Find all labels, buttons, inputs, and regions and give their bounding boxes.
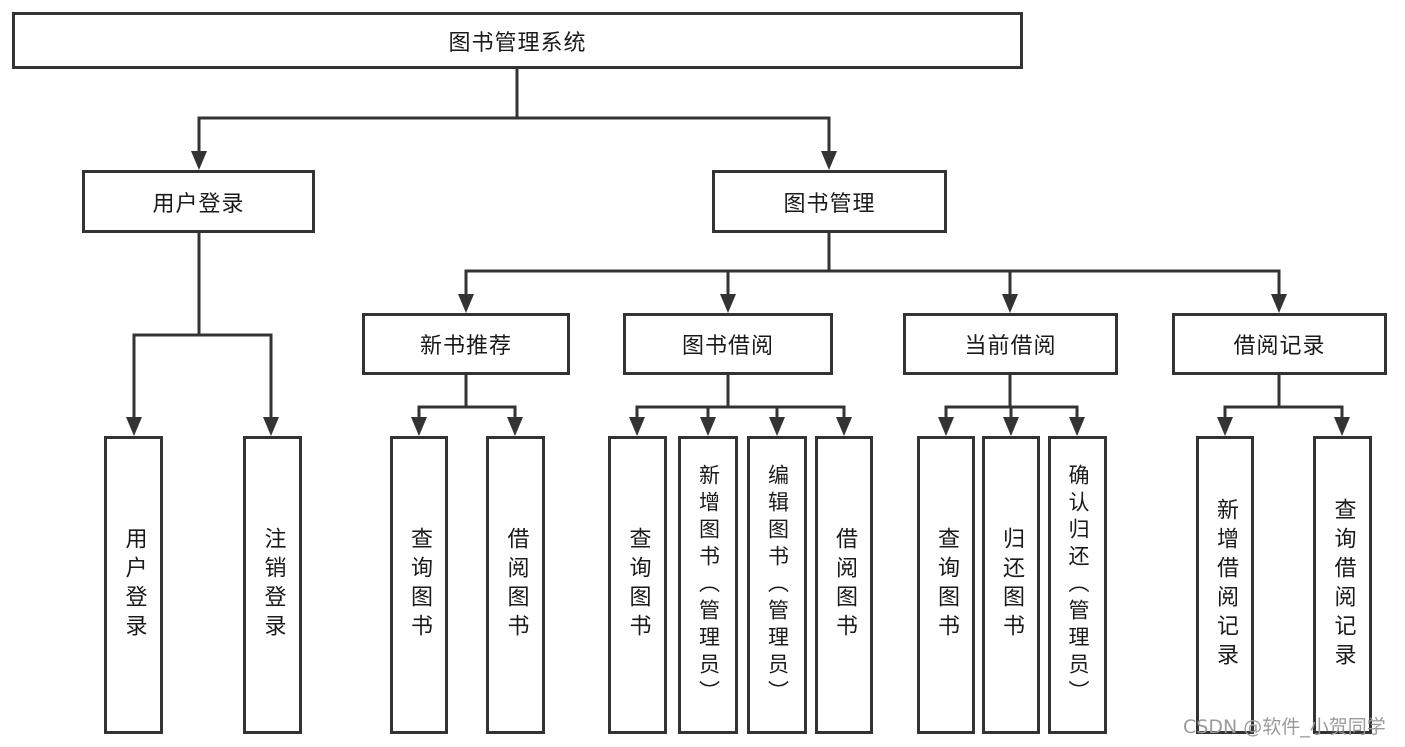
- node-leaf-logout: 注销登录: [243, 436, 302, 734]
- node-leaf-user-login: 用户登录: [104, 436, 163, 734]
- node-leaf-confirm-return-admin: 确认归还（管理员）: [1048, 436, 1107, 734]
- node-root: 图书管理系统: [12, 12, 1023, 69]
- leaf-label: 借阅图书: [503, 527, 529, 643]
- leaf-label: 新增图书（管理员）: [696, 463, 721, 707]
- node-leaf-borrow-books-borrowing: 借阅图书: [815, 436, 873, 734]
- node-leaf-query-books-recommend: 查询图书: [390, 436, 448, 734]
- node-current-borrowing: 当前借阅: [903, 313, 1118, 375]
- arrowheads: [126, 151, 1350, 436]
- leaf-label: 查询图书: [625, 527, 651, 643]
- leaf-label: 编辑图书（管理员）: [765, 463, 790, 707]
- node-user-login-branch: 用户登录: [82, 170, 315, 233]
- leaf-label: 查询借阅记录: [1330, 498, 1356, 672]
- watermark: CSDN @软件_小贺同学: [1183, 716, 1386, 738]
- node-leaf-add-book-admin: 新增图书（管理员）: [678, 436, 738, 734]
- leaf-label: 新增借阅记录: [1213, 498, 1238, 672]
- node-leaf-query-borrow-record: 查询借阅记录: [1313, 436, 1372, 734]
- node-leaf-query-books-current: 查询图书: [917, 436, 975, 734]
- node-leaf-add-borrow-record: 新增借阅记录: [1196, 436, 1254, 734]
- leaf-label: 确认归还（管理员）: [1066, 463, 1090, 707]
- node-leaf-borrow-books-recommend: 借阅图书: [486, 436, 545, 734]
- node-new-book-recommendation: 新书推荐: [362, 313, 570, 375]
- leaf-label: 查询图书: [934, 527, 959, 643]
- node-book-borrowing: 图书借阅: [623, 313, 833, 375]
- node-leaf-query-books-borrowing: 查询图书: [608, 436, 667, 734]
- node-leaf-edit-book-admin: 编辑图书（管理员）: [747, 436, 807, 734]
- node-book-management: 图书管理: [712, 170, 947, 233]
- leaf-label: 归还图书: [999, 527, 1024, 643]
- node-leaf-return-book: 归还图书: [982, 436, 1040, 734]
- leaf-label: 借阅图书: [832, 527, 857, 643]
- leaf-label: 注销登录: [260, 527, 286, 643]
- leaf-label: 用户登录: [121, 527, 147, 643]
- leaf-label: 查询图书: [407, 527, 432, 643]
- node-borrowing-records: 借阅记录: [1172, 313, 1387, 375]
